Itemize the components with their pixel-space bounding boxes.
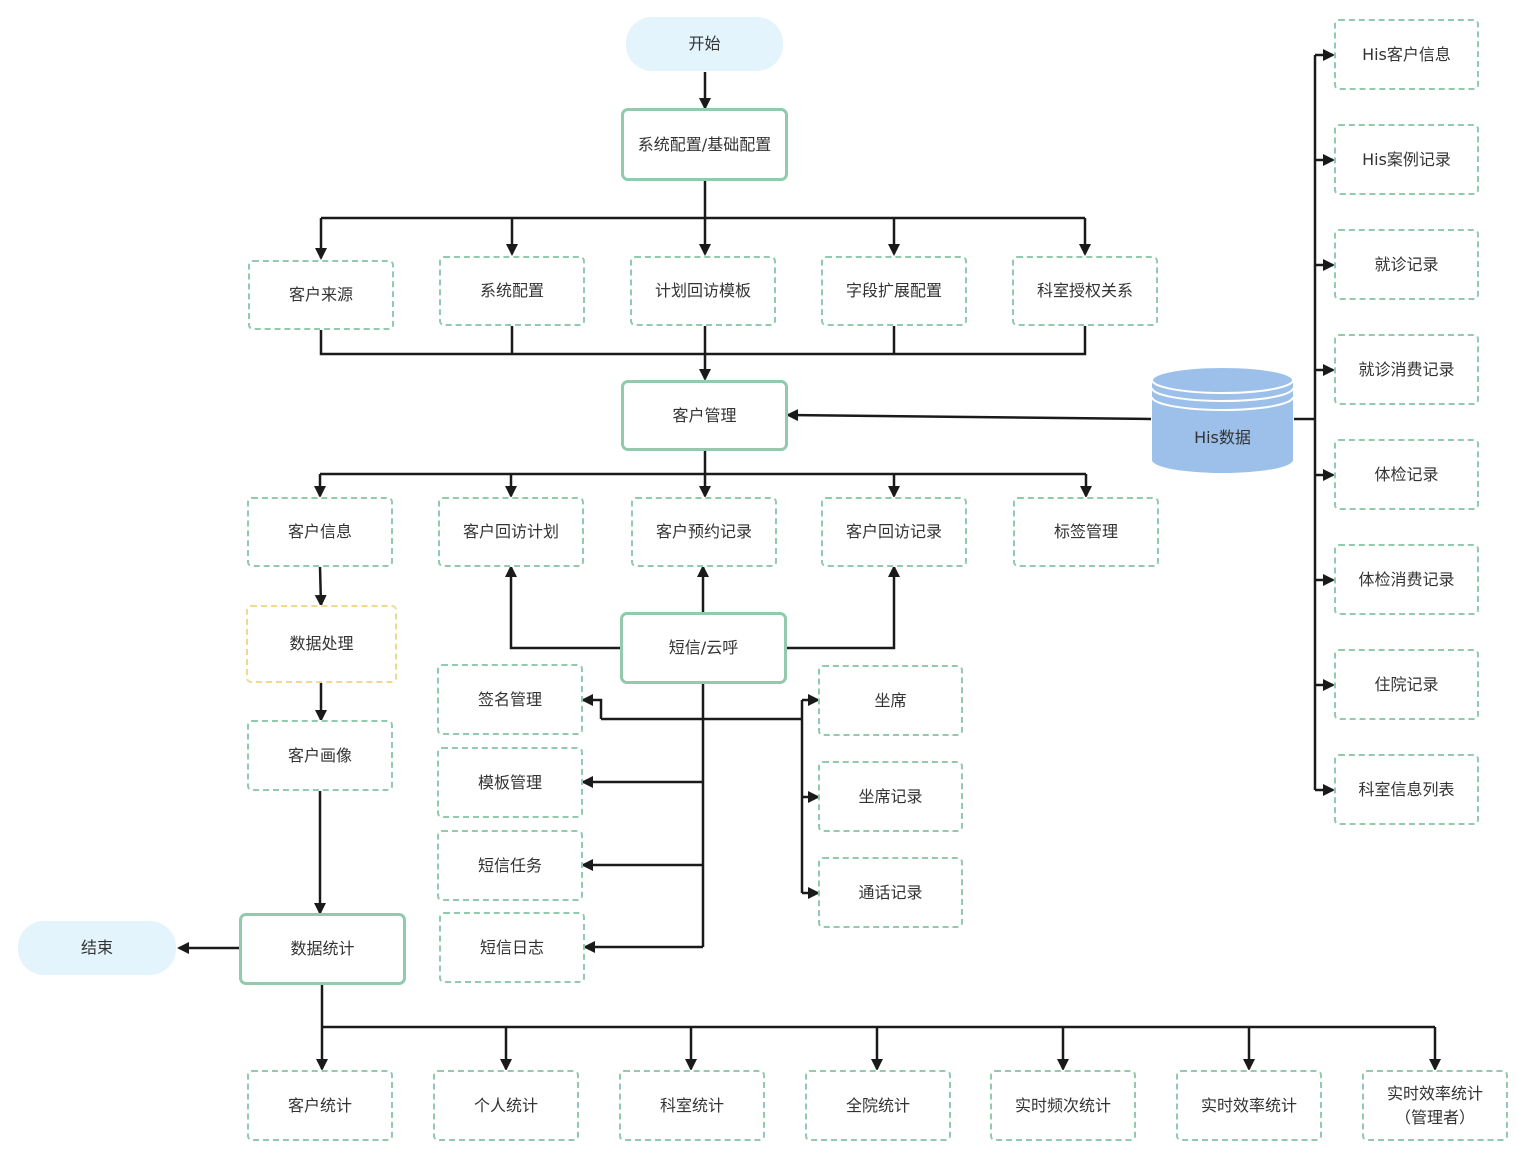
config-item-plan-template: 计划回访模板 [630,256,776,326]
customer-item-label: 标签管理 [1053,522,1118,541]
sms-item-label: 短信日志 [479,937,544,957]
config-item-system-config: 系统配置 [439,256,585,326]
end-node: 结束 [18,921,176,975]
stats-item-hospital: 全院统计 [805,1070,951,1141]
his-item-label: 体检消费记录 [1358,569,1455,589]
stats-item-label: 科室统计 [659,1095,724,1115]
customer-item-label: 客户信息 [287,522,352,541]
his-item-inpatient: 住院记录 [1334,649,1479,720]
config-item-dept-auth: 科室授权关系 [1012,256,1158,326]
config-item-label: 客户来源 [288,285,353,304]
stats-item-realtime-efficiency: 实时效率统计 [1176,1070,1322,1141]
edge-config-merge [319,326,1087,356]
start-label: 开始 [688,34,721,53]
sms-item-label: 模板管理 [477,772,542,792]
customer-mgmt-node: 客户管理 [621,380,788,451]
config-item-label: 字段扩展配置 [845,281,942,300]
customer-mgmt-label: 客户管理 [672,405,737,425]
stats-item-personal: 个人统计 [433,1070,579,1141]
stats-item-department: 科室统计 [619,1070,765,1141]
customer-item-label: 客户预约记录 [655,522,752,541]
edge-sms-to-plan [505,565,621,650]
stats-item-label-line2: （管理者） [1394,1107,1475,1127]
config-item-field-extension: 字段扩展配置 [821,256,967,326]
stats-item-realtime-frequency: 实时频次统计 [990,1070,1136,1141]
his-item-label: His客户信息 [1362,44,1451,64]
his-item-case-record: His案例记录 [1334,124,1479,195]
customer-item-label: 客户回访计划 [462,522,559,541]
sms-item-task: 短信任务 [437,830,583,901]
config-item-label: 科室授权关系 [1036,281,1133,300]
his-item-visit-record: 就诊记录 [1334,229,1479,300]
customer-item-tags: 标签管理 [1013,497,1159,567]
stats-item-label: 实时频次统计 [1014,1095,1111,1115]
his-item-label: 就诊记录 [1374,254,1439,274]
stats-item-realtime-efficiency-admin: 实时效率统计 （管理者） [1362,1070,1508,1141]
his-item-label: 住院记录 [1374,674,1439,694]
call-item-label: 坐席记录 [858,786,923,806]
edge-sms-to-visit [786,565,900,650]
config-item-label: 系统配置 [479,281,544,300]
sms-call-label: 短信/云呼 [668,638,739,657]
call-item-agent: 坐席 [818,665,963,736]
sms-item-log: 短信日志 [439,912,585,983]
edge-config-bus [321,180,1085,220]
base-config-node: 系统配置/基础配置 [621,108,788,181]
stats-item-label: 个人统计 [473,1095,538,1115]
edge-his-bus [1294,55,1317,790]
his-item-exam-record: 体检记录 [1334,439,1479,510]
call-item-call-record: 通话记录 [818,857,963,928]
his-data-label: His数据 [1194,428,1251,447]
base-config-label: 系统配置/基础配置 [637,134,772,154]
edge-stats-bus [320,985,1435,1029]
his-item-label: 科室信息列表 [1358,779,1455,799]
call-item-label: 坐席 [874,690,907,710]
call-item-agent-record: 坐席记录 [818,761,963,832]
edge-customer-bus [320,451,1086,476]
his-item-exam-expense: 体检消费记录 [1334,544,1479,615]
config-item-label: 计划回访模板 [654,281,751,300]
his-item-customer-info: His客户信息 [1334,19,1479,90]
database-icon [1151,366,1294,474]
customer-portrait-label: 客户画像 [287,745,352,765]
his-item-dept-list: 科室信息列表 [1334,754,1479,825]
stats-item-label-line1: 实时效率统计 [1386,1083,1483,1103]
config-item-customer-source: 客户来源 [248,260,394,330]
sms-item-signature: 签名管理 [437,664,583,735]
stats-item-label: 实时效率统计 [1200,1095,1297,1115]
data-stats-node: 数据统计 [239,913,406,985]
end-label: 结束 [80,938,113,957]
his-item-label: 体检记录 [1374,464,1439,484]
edge-info-processing [314,566,327,607]
customer-item-visit-record: 客户回访记录 [821,497,967,567]
customer-item-label: 客户回访记录 [845,522,942,541]
customer-item-appointment: 客户预约记录 [631,497,777,567]
stats-item-label: 全院统计 [845,1095,910,1115]
his-item-visit-expense: 就诊消费记录 [1334,334,1479,405]
sms-item-label: 短信任务 [477,855,542,875]
stats-item-label: 客户统计 [287,1095,352,1115]
call-item-label: 通话记录 [858,882,923,902]
his-item-label: His案例记录 [1362,149,1451,169]
data-processing-label: 数据处理 [289,634,354,653]
customer-portrait-node: 客户画像 [247,720,393,791]
customer-item-visit-plan: 客户回访计划 [438,497,584,567]
edge-his-to-customer [786,409,1152,422]
data-processing-node: 数据处理 [246,605,397,683]
sms-item-template: 模板管理 [437,747,583,818]
sms-item-label: 签名管理 [477,689,542,709]
data-stats-label: 数据统计 [290,939,355,958]
customer-item-info: 客户信息 [247,497,393,567]
stats-item-customer: 客户统计 [247,1070,393,1141]
his-item-label: 就诊消费记录 [1358,359,1455,379]
start-node: 开始 [626,17,783,71]
sms-call-node: 短信/云呼 [620,612,787,684]
